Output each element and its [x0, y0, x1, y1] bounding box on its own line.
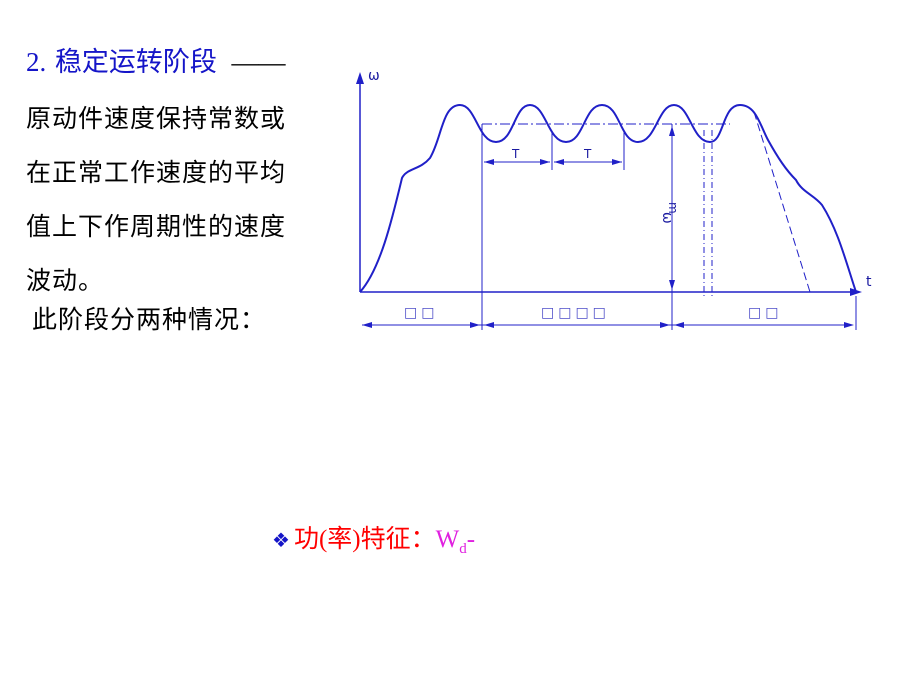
phase-label-stop: □□ [748, 305, 782, 321]
arrowhead [612, 159, 622, 165]
speed-time-diagram: ω t T T ω m □□ □□□□ □□ [356, 68, 872, 330]
arrowhead [669, 280, 675, 290]
y-axis-label: ω [368, 68, 380, 84]
phase-label-start: □□ [404, 305, 438, 321]
arrowhead [660, 322, 670, 328]
stage-description: 原动件速度保持常数或 在正常工作速度的平均 值上下作周期性的速度 波动。 [26, 92, 346, 308]
arrowhead [484, 322, 494, 328]
description-line: 值上下作周期性的速度 [26, 212, 287, 241]
arrowhead [484, 159, 494, 165]
x-axis-label: t [866, 274, 872, 290]
arrowhead [554, 159, 564, 165]
arrowhead [850, 288, 862, 296]
arrowhead [540, 159, 550, 165]
period-label: T [583, 147, 592, 161]
description-line: 原动件速度保持常数或 [26, 104, 287, 133]
phase-label-stable: □□□□ [541, 305, 610, 321]
omega-m-label: ω m [659, 202, 680, 224]
svg-text:ω: ω [659, 212, 675, 224]
section-heading: 2. 稳定运转阶段 —— [26, 40, 285, 79]
description-line: 在正常工作速度的平均 [26, 158, 287, 187]
arrowhead [844, 322, 854, 328]
dashed-rundown [753, 111, 811, 293]
arrowhead [669, 126, 675, 136]
period-label: T [511, 147, 520, 161]
power-feature: ❖功(率)特征：Wd- [272, 524, 476, 557]
description-line: 波动。 [26, 266, 105, 295]
cases-intro: 此阶段分两种情况： [32, 305, 267, 334]
work-formula: Wd- [435, 526, 476, 557]
diamond-bullet-icon: ❖ [272, 528, 290, 552]
arrowhead [674, 322, 684, 328]
section-title: 稳定运转阶段 [54, 47, 217, 78]
heading-dash: —— [231, 47, 286, 77]
speed-curve [359, 103, 857, 293]
arrowhead [470, 322, 480, 328]
arrowhead [362, 322, 372, 328]
svg-text:m: m [666, 202, 680, 214]
arrowhead [356, 72, 364, 84]
section-number: 2. [26, 47, 47, 77]
